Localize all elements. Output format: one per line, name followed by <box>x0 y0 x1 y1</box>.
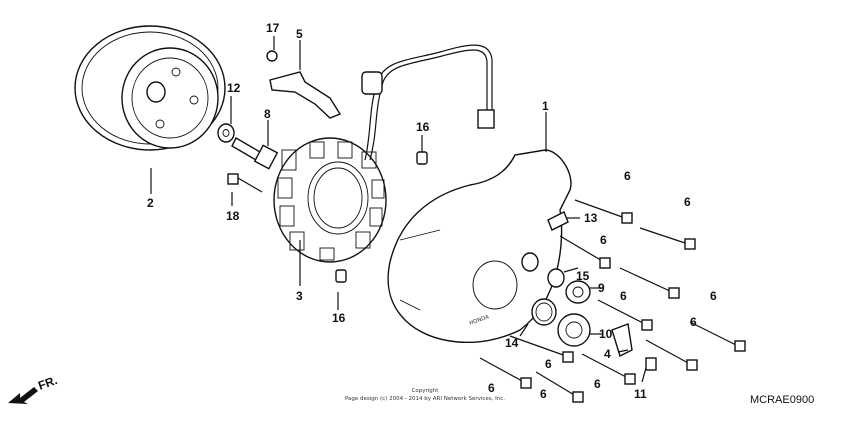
callout-9: 9 <box>598 281 605 295</box>
front-label: FR. <box>36 373 59 393</box>
wire-harness[interactable] <box>361 44 495 161</box>
callout-1: 1 <box>542 99 549 113</box>
cap-9[interactable] <box>565 280 591 304</box>
callout-12: 13 <box>584 211 598 225</box>
bolt-13[interactable] <box>645 357 657 371</box>
callout-3: 3 <box>296 289 303 303</box>
callout-16-lower: 16 <box>332 311 346 325</box>
callout-16-upper: 16 <box>416 120 430 134</box>
callout-10: 10 <box>599 327 613 341</box>
callout-8: 8 <box>264 107 271 121</box>
flywheel-bolt[interactable] <box>231 137 279 170</box>
o-ring-14[interactable] <box>547 268 565 288</box>
callout-6-d: 6 <box>620 289 627 303</box>
callout-numbers: 2 3 1 5 17 12 8 18 16 16 13 15 9 14 10 4… <box>147 21 717 401</box>
stator[interactable] <box>273 137 387 263</box>
callout-13: 11 <box>634 387 647 401</box>
callout-6-j: 6 <box>540 387 547 401</box>
callout-17: 17 <box>266 21 280 35</box>
copyright: Copyright Page design (c) 2004 - 2014 by… <box>345 388 505 402</box>
flywheel[interactable] <box>74 25 226 151</box>
bolt-18[interactable] <box>227 173 263 193</box>
callout-4: 4 <box>604 347 611 361</box>
front-direction-arrow: FR. <box>8 373 59 404</box>
cover-stud-12[interactable] <box>547 211 569 231</box>
washer[interactable] <box>217 123 235 143</box>
callout-6-g: 6 <box>545 357 552 371</box>
callout-6-a: 6 <box>624 169 631 183</box>
callout-6-f: 6 <box>690 315 697 329</box>
copyright-line2: Page design (c) 2004 - 2014 by ARI Netwo… <box>345 396 505 402</box>
dowel-pin-lower[interactable] <box>335 269 347 283</box>
callout-15: 14 <box>505 336 519 350</box>
cover-bolts[interactable] <box>479 199 746 403</box>
clamp-4[interactable] <box>611 323 633 357</box>
wire-clamp-bracket[interactable] <box>269 71 342 119</box>
dowel-pin-upper[interactable] <box>416 151 428 165</box>
callout-18: 18 <box>226 209 240 223</box>
callout-11: 12 <box>227 81 241 95</box>
callout-2: 2 <box>147 196 154 210</box>
callout-6-c: 6 <box>600 233 607 247</box>
copyright-line1: Copyright <box>412 388 440 394</box>
callout-6-e: 6 <box>710 289 717 303</box>
cap-10[interactable] <box>557 313 591 347</box>
callout-6-h: 6 <box>594 377 601 391</box>
o-ring-15[interactable] <box>531 298 557 326</box>
callout-5: 5 <box>296 27 303 41</box>
callout-6-i: 6 <box>488 381 495 395</box>
bolt-17[interactable] <box>266 50 278 62</box>
diagram-reference-code: MCRAE0900 <box>750 394 814 406</box>
leader-lines <box>150 36 647 383</box>
callout-14: 15 <box>576 269 590 283</box>
callout-6-b: 6 <box>684 195 691 209</box>
